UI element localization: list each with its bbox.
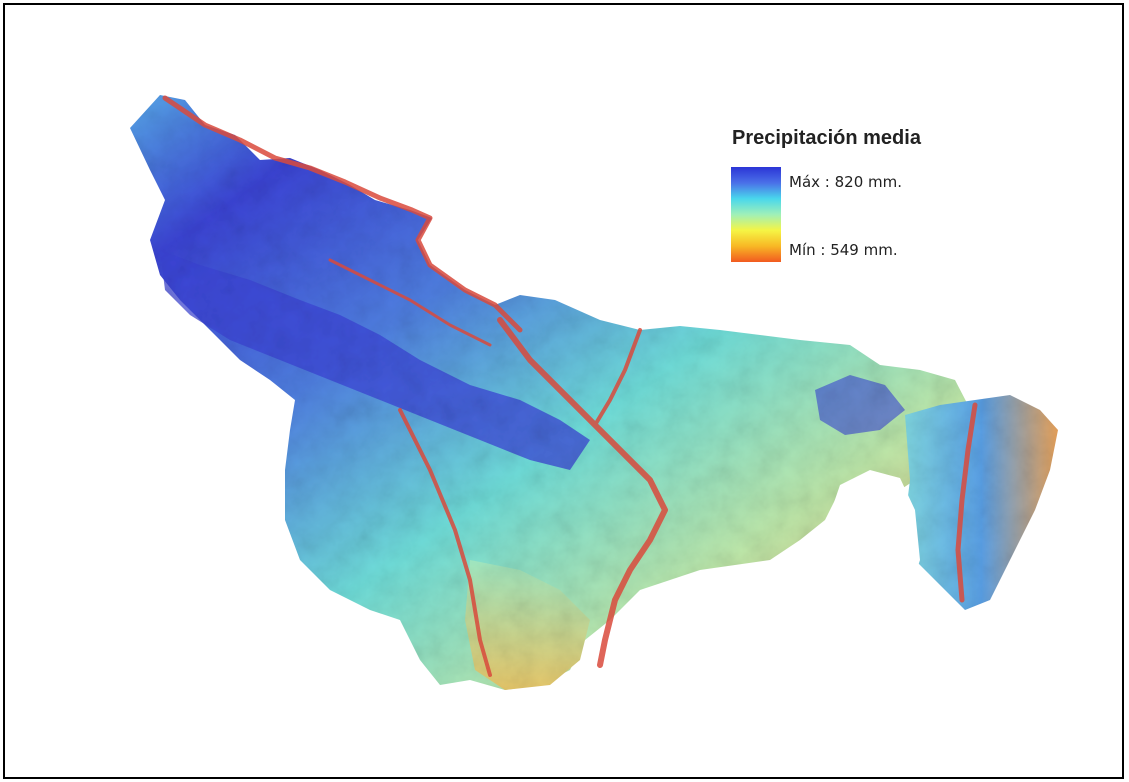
territory	[130, 95, 1058, 690]
legend-min-label: Mín : 549 mm.	[789, 241, 898, 259]
legend-title: Precipitación media	[732, 127, 921, 149]
territory-west	[130, 95, 968, 690]
coastal-inlet	[828, 470, 920, 600]
river-east	[955, 402, 978, 603]
rivers	[162, 95, 978, 677]
territory-east	[905, 395, 1058, 610]
territory-wet-ridge	[160, 250, 590, 470]
river-north-coast	[162, 95, 523, 333]
legend-color-ramp	[731, 167, 781, 262]
legend: Precipitación media Máx : 820 mm. Mín : …	[728, 125, 968, 275]
legend-max-label: Máx : 820 mm.	[789, 173, 902, 191]
territory-east-wet	[815, 375, 905, 435]
river-main	[497, 317, 668, 668]
river-south	[398, 408, 492, 677]
river-central	[593, 328, 642, 427]
territory-south	[465, 560, 590, 690]
river-tributary	[328, 258, 492, 347]
